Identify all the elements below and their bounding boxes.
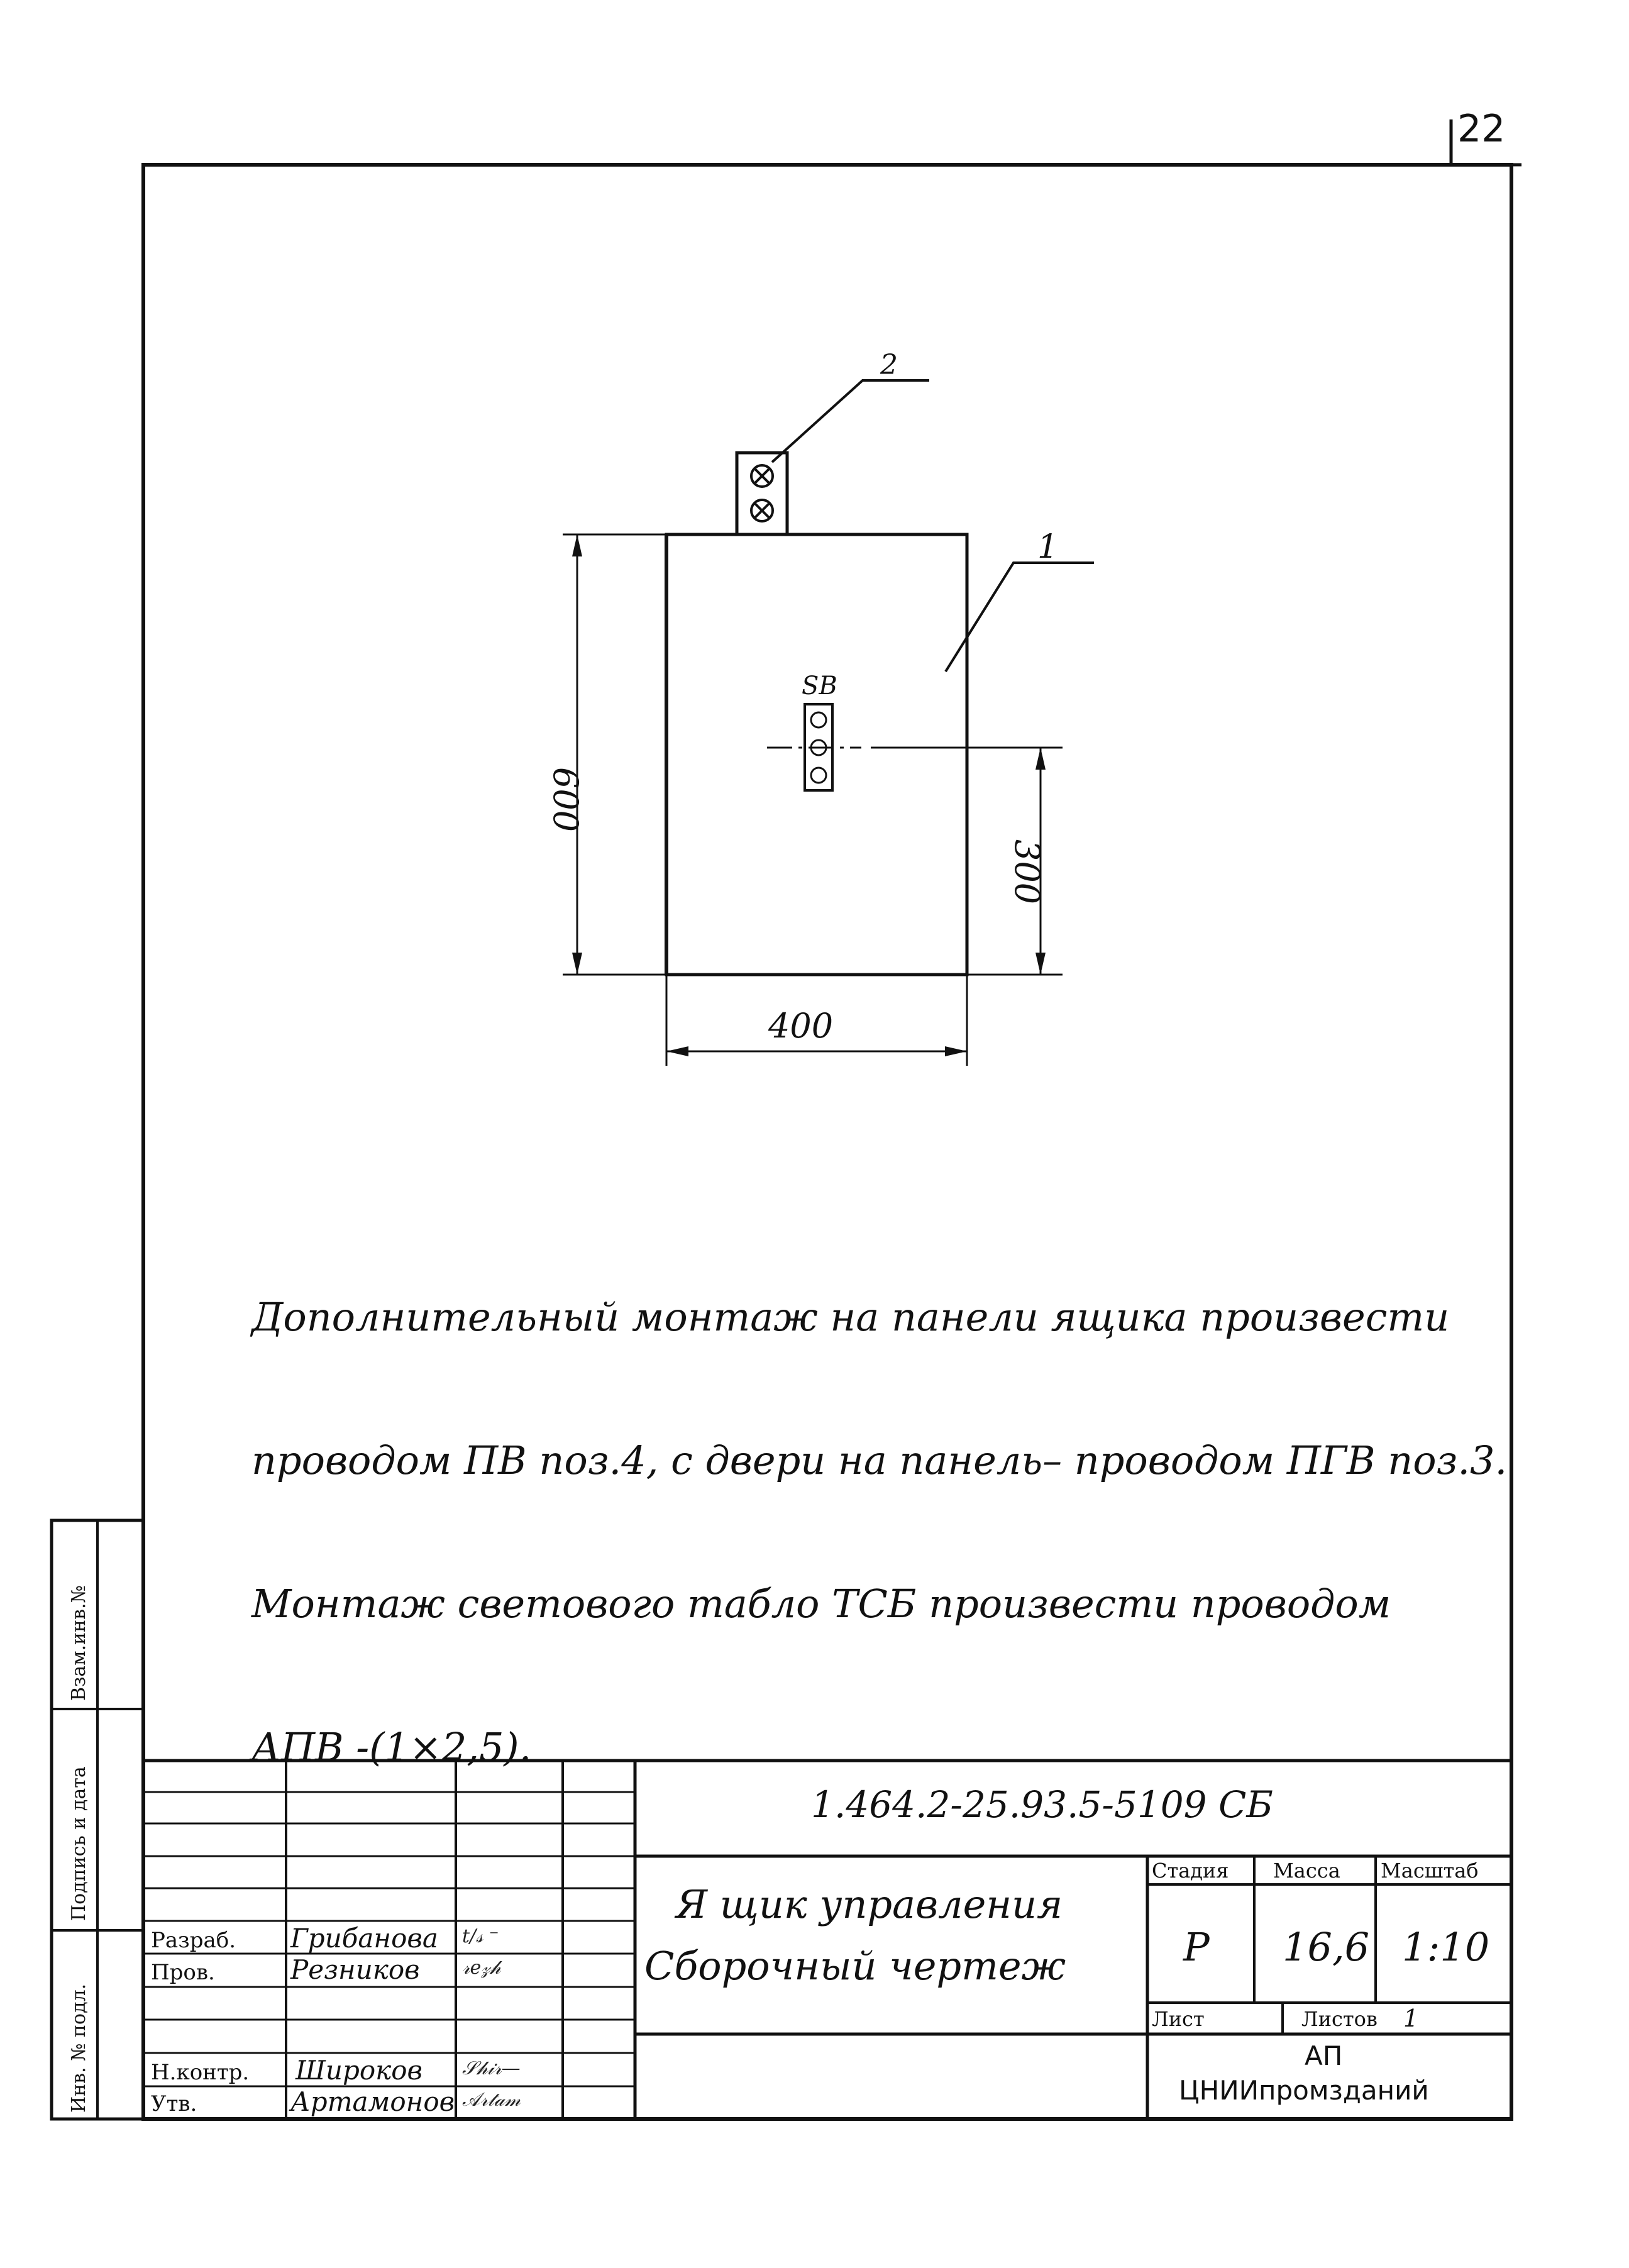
leader-label-item-1: 1 xyxy=(1037,528,1059,566)
dimension-width-label: 400 xyxy=(768,1006,834,1046)
assembly-note: Дополнительный монтаж на панели ящика пр… xyxy=(251,1198,1507,1819)
organization-line-2: ЦНИИпромзданий xyxy=(1179,2075,1429,2106)
name-checked: Резников xyxy=(290,1954,420,1985)
name-approved: Артамонов xyxy=(290,2086,455,2117)
signature-norm-control: 𝒮𝒽𝒾𝓇— xyxy=(462,2057,521,2079)
drawing-title-line-1: Я щик управления xyxy=(676,1881,1063,1927)
role-developed: Разраб. xyxy=(151,1928,236,1953)
note-line: проводом ПВ поз.4, с двери на панель– пр… xyxy=(251,1437,1508,1483)
sheet-frame xyxy=(141,163,1513,2121)
role-approved: Утв. xyxy=(151,2091,197,2116)
role-norm-control: Н.контр. xyxy=(151,2060,250,2085)
signature-checked: 𝓇𝑒𝓏𝒽 xyxy=(462,1957,501,1979)
leader-item-1 xyxy=(944,561,1094,673)
side-stamp-original-inventory: Инв. № подл. xyxy=(68,1983,90,2113)
value-sheets: 1 xyxy=(1403,2005,1419,2032)
note-line: АПВ -(1×2,5). xyxy=(251,1724,532,1770)
leader-label-item-2: 2 xyxy=(880,349,898,381)
drawing-title-line-2: Сборочный чертеж xyxy=(644,1943,1066,1989)
note-line: Дополнительный монтаж на панели ящика пр… xyxy=(251,1294,1450,1340)
signature-developed: 𝑡/𝓈 ⁻ xyxy=(462,1925,499,1947)
role-checked: Пров. xyxy=(151,1960,215,1985)
note-line: Монтаж светового табло ТСБ произвести пр… xyxy=(251,1581,1391,1627)
drawing-designation: 1.464.2-25.93.5-5109 СБ xyxy=(811,1783,1273,1826)
indicator-lamp-1 xyxy=(750,464,774,488)
sheet-number: 22 xyxy=(1457,107,1506,151)
title-block-lines xyxy=(143,1759,1511,2121)
signature-approved: 𝒜𝓇𝓉𝒶𝓂 xyxy=(462,2089,521,2111)
header-scale: Масштаб xyxy=(1381,1859,1479,1883)
organization-line-1: АП xyxy=(1305,2040,1343,2071)
value-scale: 1:10 xyxy=(1402,1924,1490,1970)
indicator-lamp-2 xyxy=(750,499,774,523)
header-mass: Масса xyxy=(1273,1859,1340,1883)
leader-item-2 xyxy=(771,379,929,463)
value-stage: Р xyxy=(1183,1924,1210,1970)
name-developed: Грибанова xyxy=(290,1923,438,1954)
label-sheets: Листов xyxy=(1301,2007,1378,2031)
button-label-sb: SB xyxy=(802,672,837,700)
side-stamp-replacement-inventory: Взам.инв.№ xyxy=(68,1585,90,1701)
dimension-button-height-label: 300 xyxy=(1007,839,1047,905)
label-sheet: Лист xyxy=(1152,2007,1205,2031)
side-stamp-signature-date: Подпись и дата xyxy=(68,1766,90,1921)
indicator-plate xyxy=(735,451,789,536)
dimension-height-label: 600 xyxy=(546,766,586,833)
value-mass: 16,6 xyxy=(1283,1924,1370,1970)
name-norm-control: Широков xyxy=(295,2055,422,2086)
header-stage: Стадия xyxy=(1152,1859,1229,1883)
